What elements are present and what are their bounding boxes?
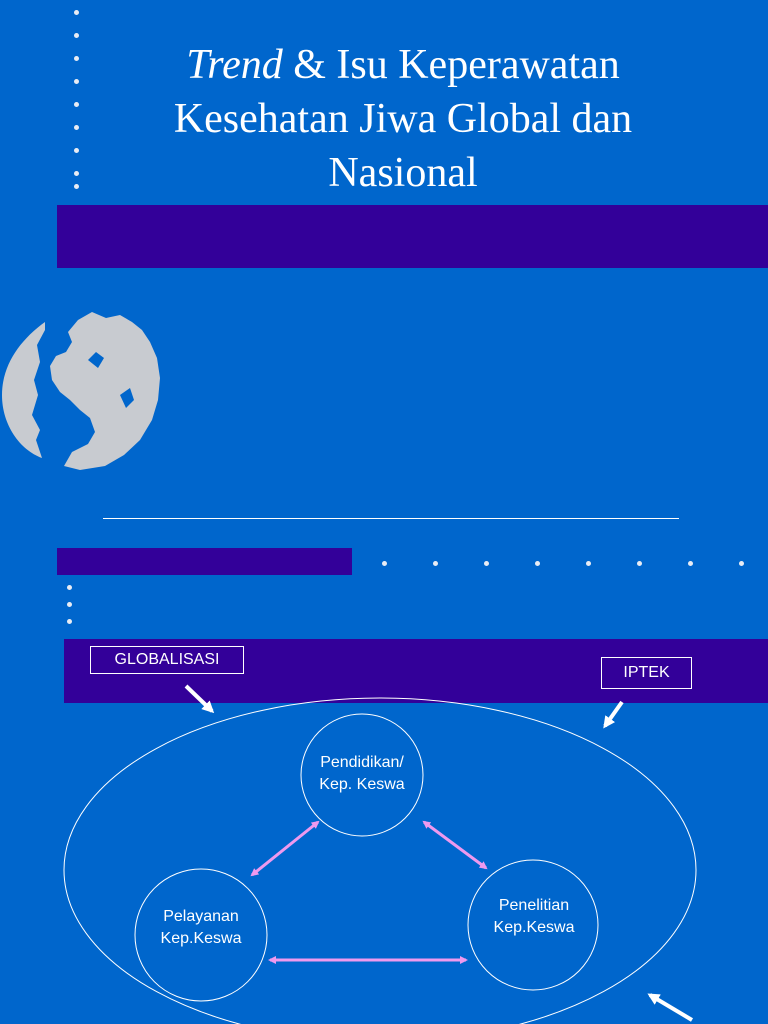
title-rest: & Isu Keperawatan Kesehatan Jiwa Global … bbox=[173, 42, 633, 196]
arrow-iptek bbox=[603, 700, 624, 729]
node-label-pelayanan: Pelayanan Kep.Keswa bbox=[160, 908, 242, 947]
diagram-band bbox=[64, 639, 768, 703]
outer-ellipse bbox=[63, 697, 697, 1024]
node-circle-right bbox=[467, 859, 599, 991]
arrow-globalisasi bbox=[184, 684, 215, 714]
globalisasi-label: GLOBALISASI bbox=[90, 646, 244, 674]
node-label-pendidikan: Pendidikan/ Kep. Keswa bbox=[319, 754, 405, 793]
arrow-top-right bbox=[422, 820, 488, 870]
arrow-top-left bbox=[250, 820, 320, 877]
short-band bbox=[57, 548, 352, 575]
title-band bbox=[57, 205, 768, 268]
divider-line bbox=[103, 518, 679, 519]
arrow-bottom-right bbox=[647, 993, 694, 1022]
node-circle-top bbox=[300, 713, 424, 837]
slide-title: Trend & Isu Keperawatan Kesehatan Jiwa G… bbox=[100, 38, 706, 200]
iptek-label: IPTEK bbox=[601, 657, 692, 689]
node-circle-left bbox=[134, 868, 268, 1002]
title-italic: Trend bbox=[186, 42, 283, 88]
node-label-penelitian: Penelitian Kep.Keswa bbox=[493, 897, 575, 936]
